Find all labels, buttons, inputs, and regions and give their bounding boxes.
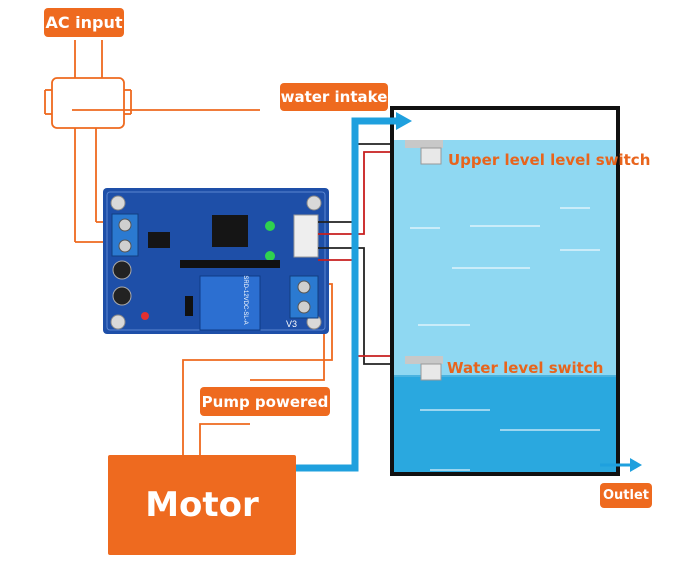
upper-level-switch: [405, 140, 443, 165]
controller-board: [103, 188, 329, 334]
water-tank: [390, 106, 620, 476]
outlet-label: Outlet: [600, 483, 652, 508]
water-switch-label: Water level switch: [447, 359, 604, 377]
pump-powered-label: Pump powered: [200, 387, 330, 416]
water-intake-label: water intake: [280, 83, 388, 111]
upper-switch-label: Upper level level switch: [448, 151, 651, 169]
ac-input-label: AC input: [44, 8, 124, 37]
motor-box: Motor: [108, 455, 296, 555]
outlet-arrow: [600, 458, 642, 472]
lower-level-switch: [405, 356, 443, 381]
relay-text: SRD-12VDC-SL-A: [242, 275, 248, 324]
intake-pipe: [296, 112, 412, 472]
board-version: V3: [286, 319, 297, 329]
